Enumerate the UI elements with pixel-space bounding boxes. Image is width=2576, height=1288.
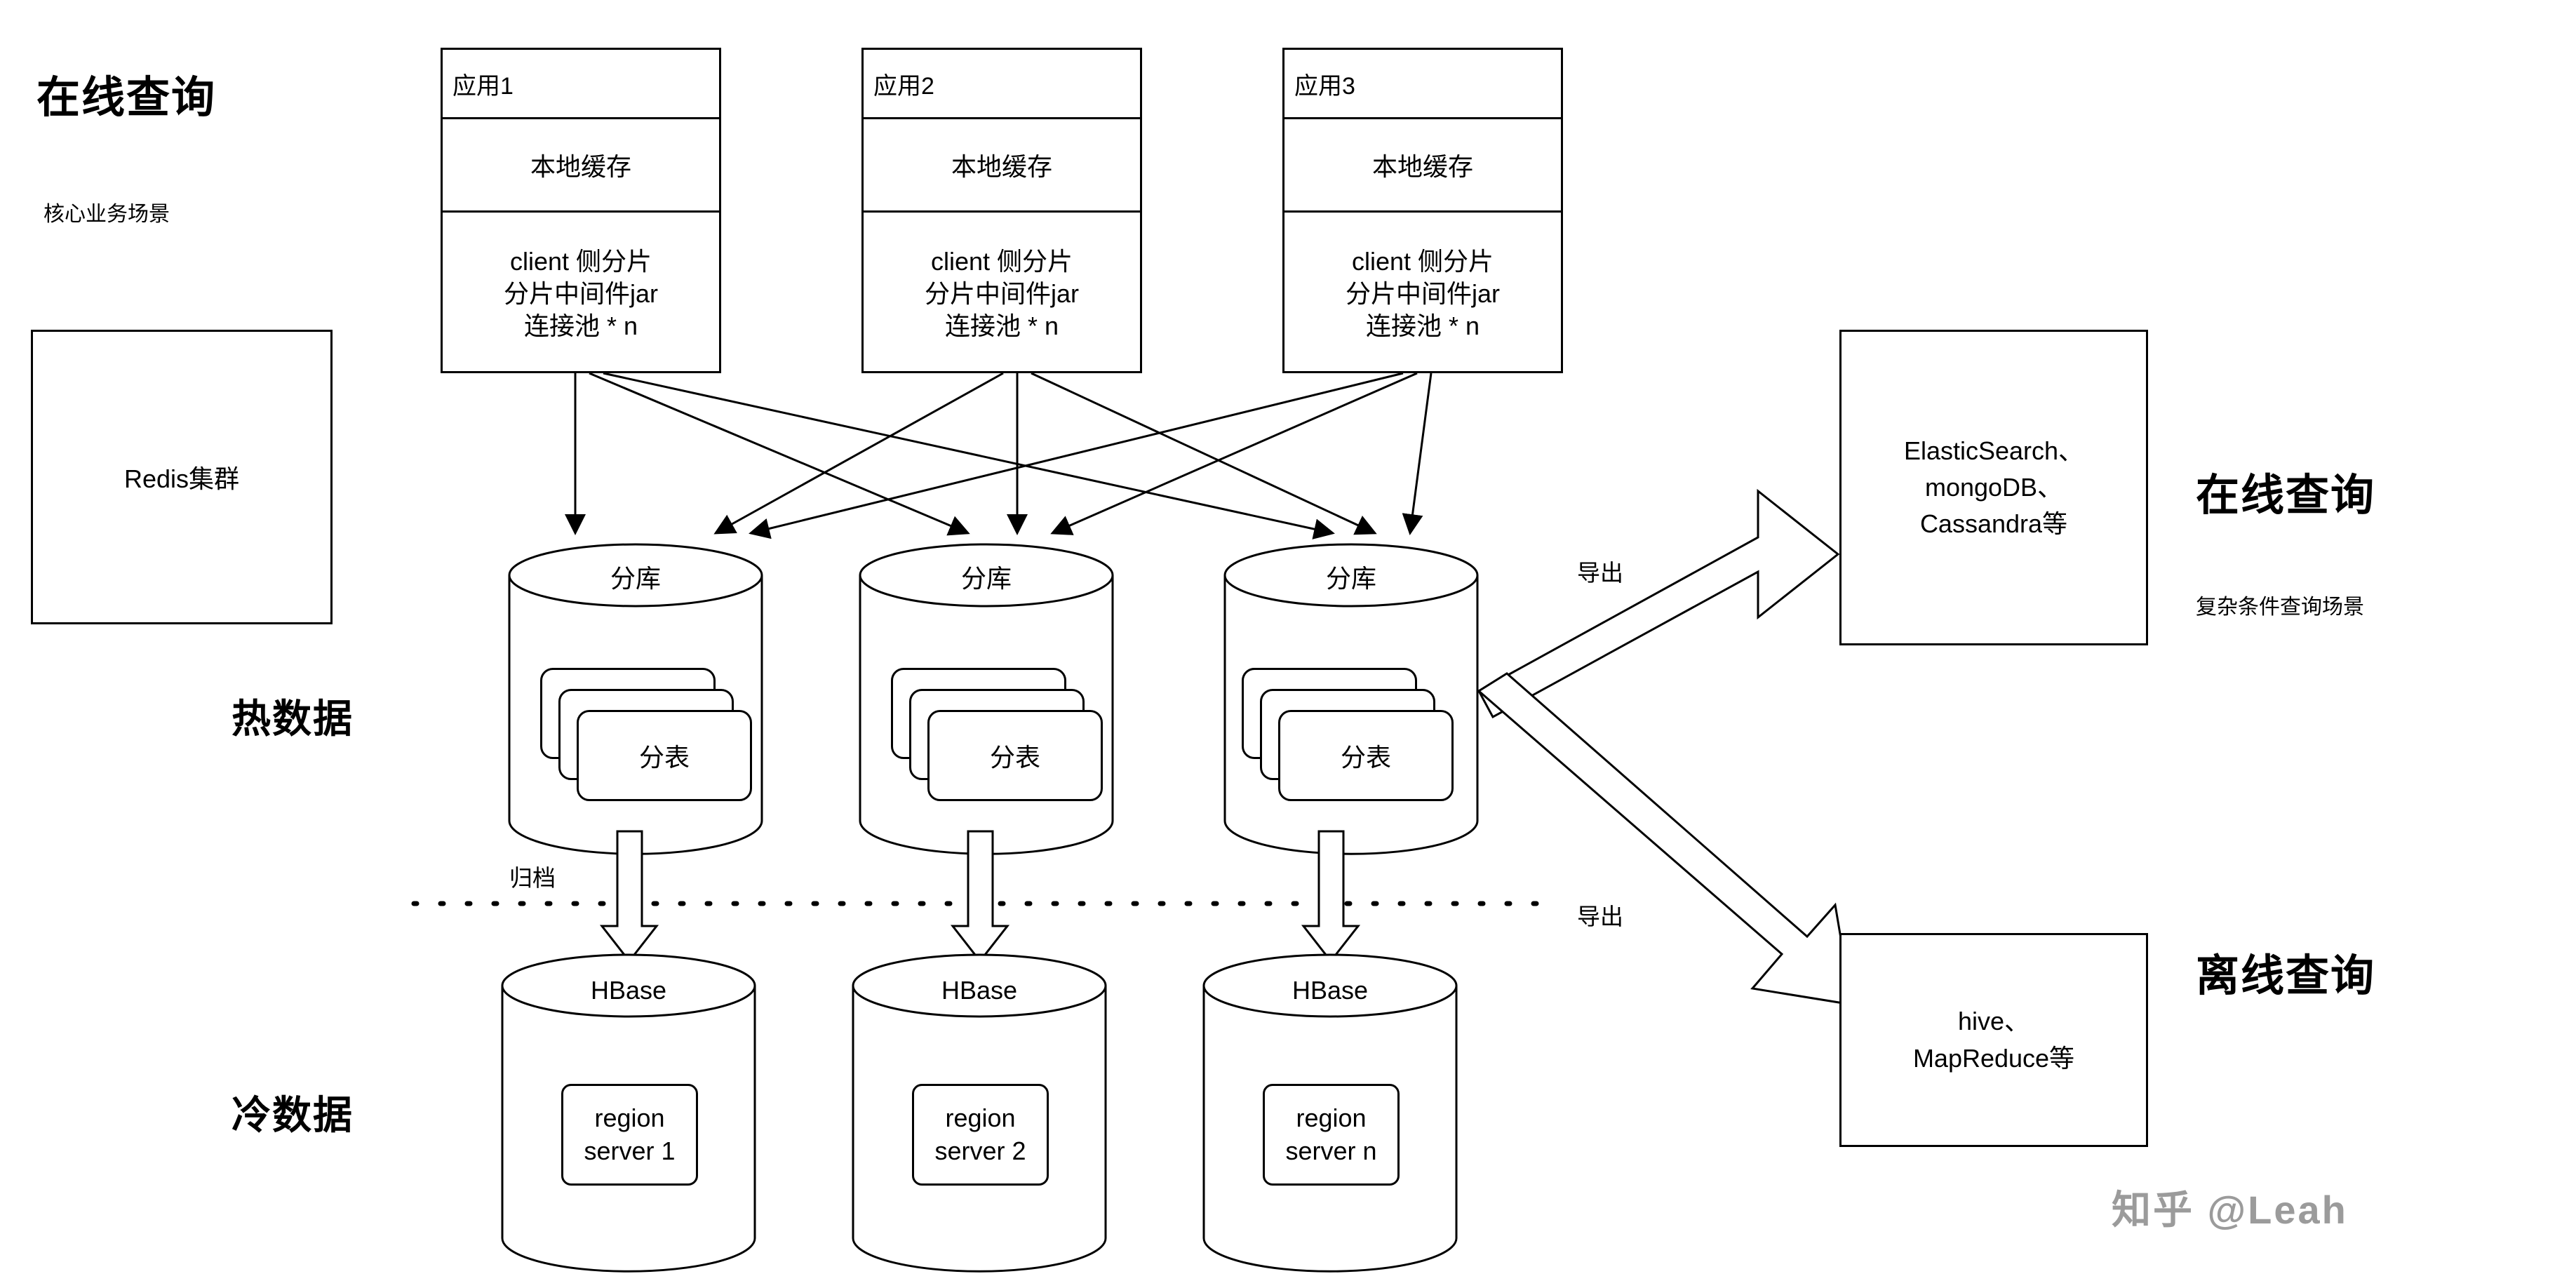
- offline-store-box: hive、 MapReduce等: [1839, 933, 2148, 1147]
- region-server-line: region: [1296, 1103, 1367, 1132]
- app-name-2: 应用2: [864, 50, 1140, 119]
- region-server-line: server n: [1285, 1136, 1377, 1165]
- online-query-right-title: 在线查询: [2196, 471, 2376, 520]
- shard-db-label-1: 分库: [610, 564, 661, 593]
- online-store-line: mongoDB、: [1924, 472, 2063, 502]
- hbase-label-3: HBase: [1292, 976, 1369, 1005]
- app-detail-line: client 侧分片: [509, 246, 652, 276]
- app-detail-line: 连接池 * n: [523, 311, 638, 341]
- region-server-box-3: region server n: [1263, 1084, 1400, 1186]
- cold-data-label: 冷数据: [232, 1093, 354, 1137]
- app-details-1: client 侧分片 分片中间件jar 连接池 * n: [443, 213, 719, 375]
- offline-query-title: 离线查询: [2196, 952, 2376, 1000]
- app-detail-line: client 侧分片: [930, 246, 1073, 276]
- app-detail-line: client 侧分片: [1351, 246, 1494, 276]
- app-name-1: 应用1: [443, 50, 719, 119]
- export-bottom-label: 导出: [1577, 904, 1623, 930]
- shard-db-label-3: 分库: [1325, 564, 1376, 593]
- app-detail-line: 分片中间件jar: [924, 279, 1079, 308]
- offline-store-line: hive、: [1957, 1007, 2030, 1036]
- app-cache-2: 本地缓存: [864, 119, 1140, 213]
- hot-data-label: 热数据: [232, 697, 354, 741]
- app-cache-3: 本地缓存: [1284, 119, 1561, 213]
- hbase-label-2: HBase: [941, 976, 1018, 1005]
- app-cache-1: 本地缓存: [443, 119, 719, 213]
- online-store-box: ElasticSearch、 mongoDB、 Cassandra等: [1839, 330, 2148, 645]
- app-detail-line: 分片中间件jar: [503, 279, 658, 308]
- hbase-label-1: HBase: [590, 976, 667, 1005]
- region-server-line: server 1: [584, 1136, 676, 1165]
- app-detail-line: 连接池 * n: [944, 311, 1059, 341]
- region-server-box-2: region server 2: [912, 1084, 1049, 1186]
- export-top-label: 导出: [1577, 560, 1623, 586]
- app-detail-line: 分片中间件jar: [1345, 279, 1500, 308]
- watermark: 知乎 @Leah: [2112, 1188, 2348, 1232]
- online-query-left-title: 在线查询: [36, 74, 217, 122]
- online-store-line: Cassandra等: [1919, 509, 2068, 539]
- online-query-left-subtitle: 核心业务场景: [43, 203, 170, 226]
- online-query-right-subtitle: 复杂条件查询场景: [2196, 596, 2364, 619]
- archive-label: 归档: [509, 865, 556, 891]
- shard-table-label-1: 分表: [577, 710, 752, 801]
- redis-cluster-box: Redis集群: [31, 330, 333, 624]
- app-detail-line: 连接池 * n: [1365, 311, 1480, 341]
- region-server-line: region: [594, 1103, 665, 1132]
- app-details-2: client 侧分片 分片中间件jar 连接池 * n: [864, 213, 1140, 375]
- app-box-1: 应用1 本地缓存 client 侧分片 分片中间件jar 连接池 * n: [441, 48, 721, 373]
- app-box-3: 应用3 本地缓存 client 侧分片 分片中间件jar 连接池 * n: [1282, 48, 1563, 373]
- shard-table-label-3: 分表: [1278, 710, 1454, 801]
- app-name-3: 应用3: [1284, 50, 1561, 119]
- online-store-line: ElasticSearch、: [1903, 436, 2084, 465]
- region-server-line: server 2: [934, 1136, 1026, 1165]
- shard-db-label-2: 分库: [960, 564, 1012, 593]
- app-details-3: client 侧分片 分片中间件jar 连接池 * n: [1284, 213, 1561, 375]
- offline-store-line: MapReduce等: [1912, 1043, 2075, 1073]
- shard-table-label-2: 分表: [927, 710, 1103, 801]
- region-server-line: region: [945, 1103, 1016, 1132]
- app-box-2: 应用2 本地缓存 client 侧分片 分片中间件jar 连接池 * n: [861, 48, 1142, 373]
- region-server-box-1: region server 1: [561, 1084, 698, 1186]
